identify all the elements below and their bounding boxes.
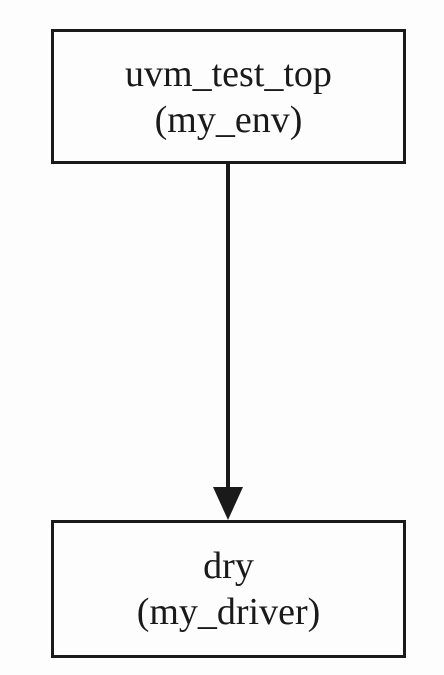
node-dry: dry (my_driver)	[51, 520, 406, 658]
node-name: uvm_test_top	[125, 52, 332, 95]
edge-arrowhead	[213, 487, 243, 520]
node-uvm-test-top: uvm_test_top (my_env)	[51, 29, 406, 164]
node-type: (my_driver)	[136, 591, 321, 633]
node-type: (my_env)	[154, 98, 303, 141]
node-name: dry	[203, 545, 254, 587]
